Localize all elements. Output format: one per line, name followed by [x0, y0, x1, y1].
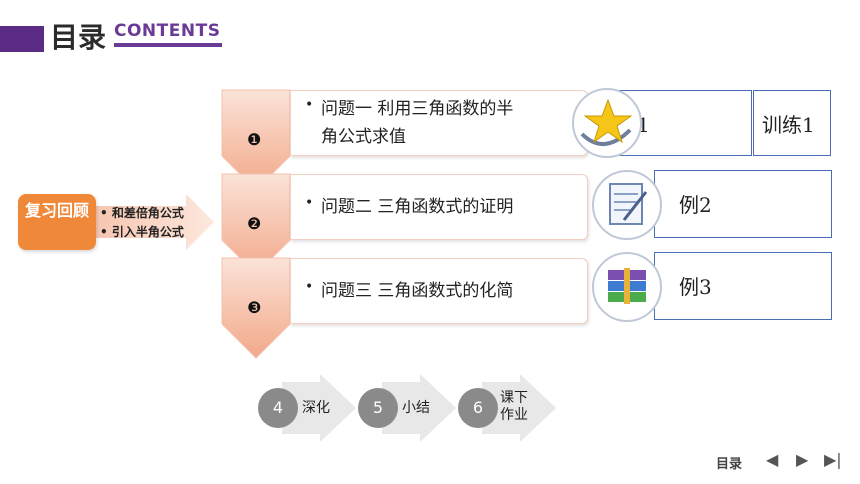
training-1-button[interactable]: 训练1	[753, 90, 831, 156]
problem-1-line1: 问题一 利用三角函数的半	[321, 99, 514, 119]
last-page-icon[interactable]: ▶|	[824, 450, 842, 469]
prev-icon[interactable]: ◀	[766, 450, 779, 469]
example-3-label: 例3	[679, 275, 712, 299]
review-label: 复习回顾	[24, 201, 89, 220]
nav-contents-link[interactable]: 目录	[716, 457, 743, 472]
header-accent-bar	[0, 26, 44, 52]
problem-1-link[interactable]: • 问题一 利用三角函数的半 角公式求值	[290, 90, 588, 156]
chevron-2	[221, 173, 291, 275]
problem-2-line1: 问题二 三角函数式的证明	[321, 197, 514, 217]
example-3-button[interactable]: 例3	[654, 252, 832, 320]
step-6-label[interactable]: 课下 作业	[500, 390, 528, 423]
example-2-button[interactable]: 例2	[654, 170, 832, 238]
step-5-label[interactable]: 小结	[402, 400, 430, 416]
training-1-label: 训练1	[762, 113, 815, 137]
step-arrow-6	[482, 374, 556, 442]
page-title: 目录	[50, 21, 107, 54]
chevron-3	[221, 257, 291, 359]
review-arrow	[96, 194, 214, 250]
problem-number-2: ❷	[247, 214, 262, 233]
review-item: • 引入半角公式	[100, 225, 184, 239]
subtitle-underline	[114, 43, 222, 47]
review-list: • 和差倍角公式 • 引入半角公式	[100, 204, 184, 242]
step-arrow-5	[382, 374, 456, 442]
step-4-label[interactable]: 深化	[302, 400, 330, 416]
step-4-number[interactable]: 4	[258, 388, 298, 428]
problem-3-line1: 问题三 三角函数式的化简	[321, 281, 514, 301]
step-6-number[interactable]: 6	[458, 388, 498, 428]
step-5-number[interactable]: 5	[358, 388, 398, 428]
document-edit-icon	[592, 170, 662, 240]
example-2-label: 例2	[679, 193, 712, 217]
chevron-1	[221, 89, 291, 191]
problem-number-1: ❶	[247, 130, 262, 149]
step-arrow-4	[282, 374, 356, 442]
star-icon	[572, 88, 642, 158]
problem-1-line2: 角公式求值	[321, 127, 406, 147]
archive-books-icon	[592, 252, 662, 322]
problem-3-link[interactable]: • 问题三 三角函数式的化简	[290, 258, 588, 324]
problem-number-3: ❸	[247, 298, 262, 317]
page-subtitle: CONTENTS	[114, 21, 221, 41]
review-button[interactable]: 复习回顾	[18, 194, 96, 250]
next-icon[interactable]: ▶	[796, 450, 809, 469]
review-item: • 和差倍角公式	[100, 206, 184, 220]
problem-2-link[interactable]: • 问题二 三角函数式的证明	[290, 174, 588, 240]
